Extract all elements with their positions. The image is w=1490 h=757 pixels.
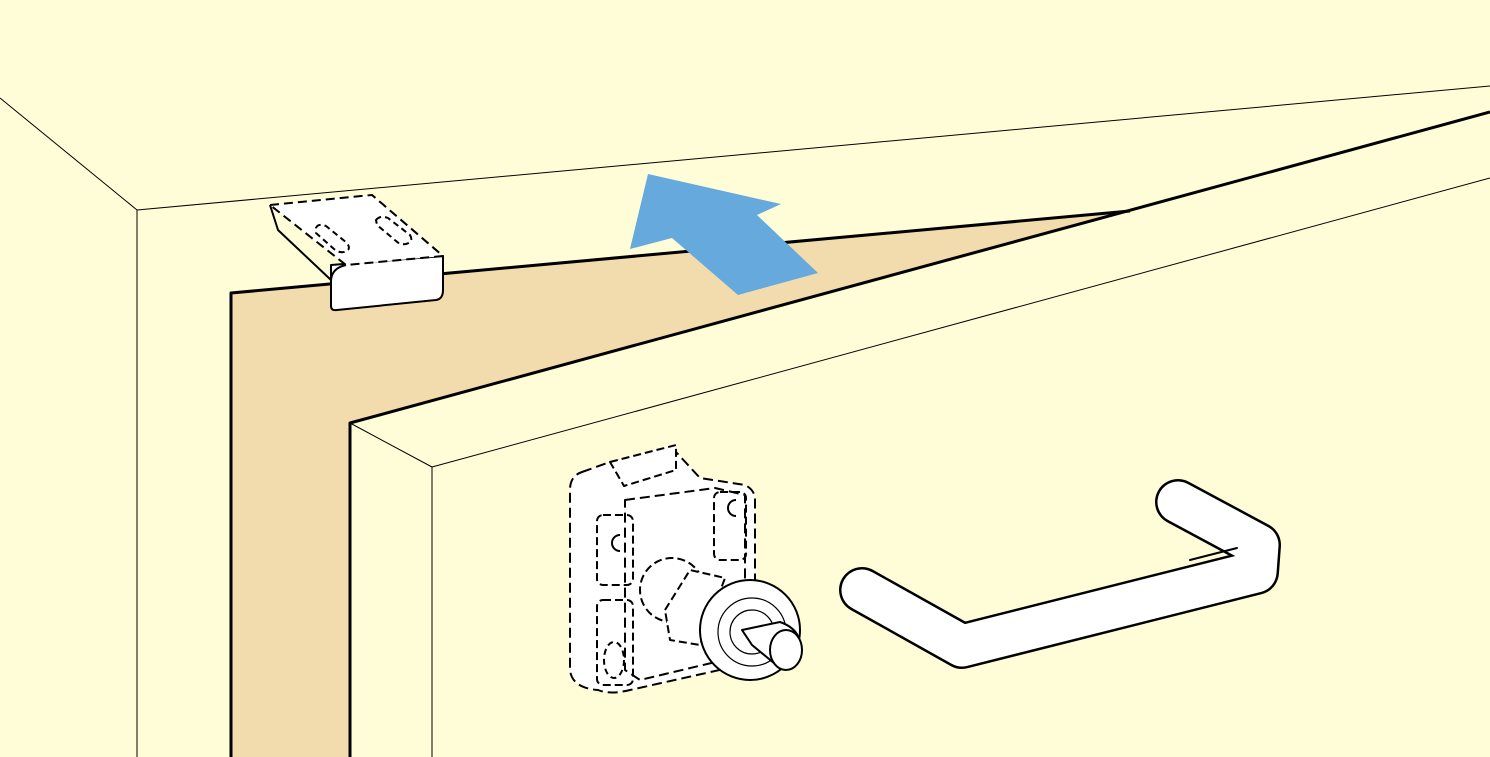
cam-lock <box>569 444 803 694</box>
door-face-outline <box>349 177 1490 757</box>
cabinet-outline <box>0 85 1490 757</box>
direction-arrow <box>630 174 818 295</box>
strike-bracket <box>269 194 444 312</box>
door-handle <box>839 479 1281 669</box>
door-edge <box>231 211 1130 757</box>
